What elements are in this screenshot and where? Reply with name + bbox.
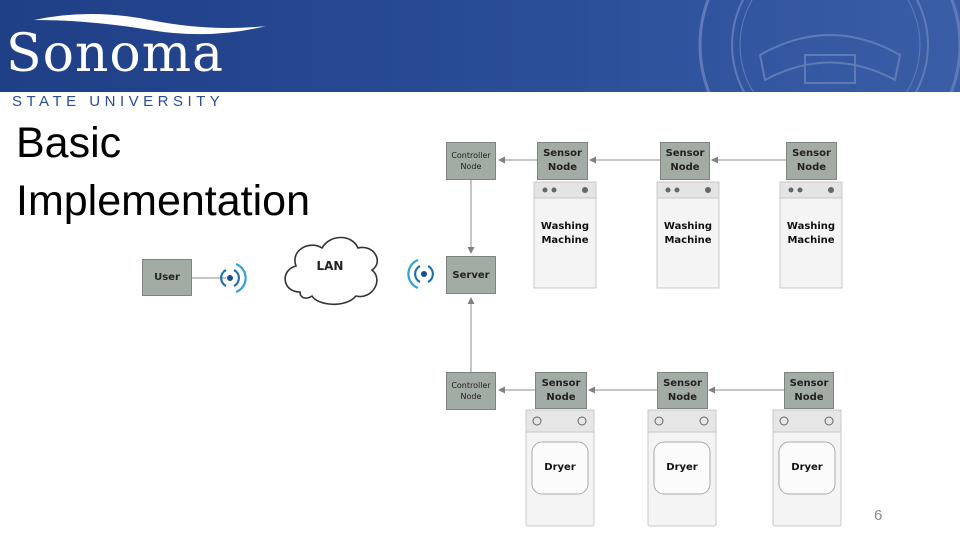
university-seal-icon (698, 0, 960, 92)
controller-node-top: Controller Node (446, 142, 496, 180)
washing-machine-label: Washing Machine (786, 221, 836, 246)
wifi-icon (407, 258, 434, 290)
sensor-node-bottom-2: Sensor Node (657, 372, 708, 409)
user-node: User (142, 259, 192, 296)
header-banner: Sonoma (0, 0, 960, 92)
washing-machine-icon (656, 181, 720, 289)
dryer-label: Dryer (544, 462, 576, 473)
logo-wordmark: Sonoma (6, 24, 225, 84)
dryer-icon (525, 409, 595, 527)
sensor-node-top-2: Sensor Node (660, 142, 710, 180)
washing-machine-icon (779, 181, 843, 289)
dryer-label: Dryer (791, 462, 823, 473)
page-number: 6 (874, 507, 883, 524)
washing-machine-label: Washing Machine (540, 221, 590, 246)
wifi-icon (220, 262, 247, 294)
controller-node-bottom: Controller Node (446, 372, 496, 410)
logo-swoosh-icon (34, 14, 266, 35)
sensor-node-top-1: Sensor Node (537, 142, 588, 180)
sensor-node-bottom-3: Sensor Node (784, 372, 834, 409)
dryer-icon (772, 409, 842, 527)
dryer-icon (647, 409, 717, 527)
cloud-icon (284, 236, 378, 306)
washing-machine-label: Washing Machine (663, 221, 713, 246)
washing-machine-icon (533, 181, 597, 289)
server-node: Server (446, 256, 496, 294)
slide-title: Basic Implementation (16, 119, 310, 225)
sensor-node-bottom-1: Sensor Node (535, 372, 587, 409)
lan-label: LAN (316, 259, 344, 273)
logo-tagline: STATE UNIVERSITY (12, 93, 225, 110)
dryer-label: Dryer (666, 462, 698, 473)
sensor-node-top-3: Sensor Node (786, 142, 837, 180)
